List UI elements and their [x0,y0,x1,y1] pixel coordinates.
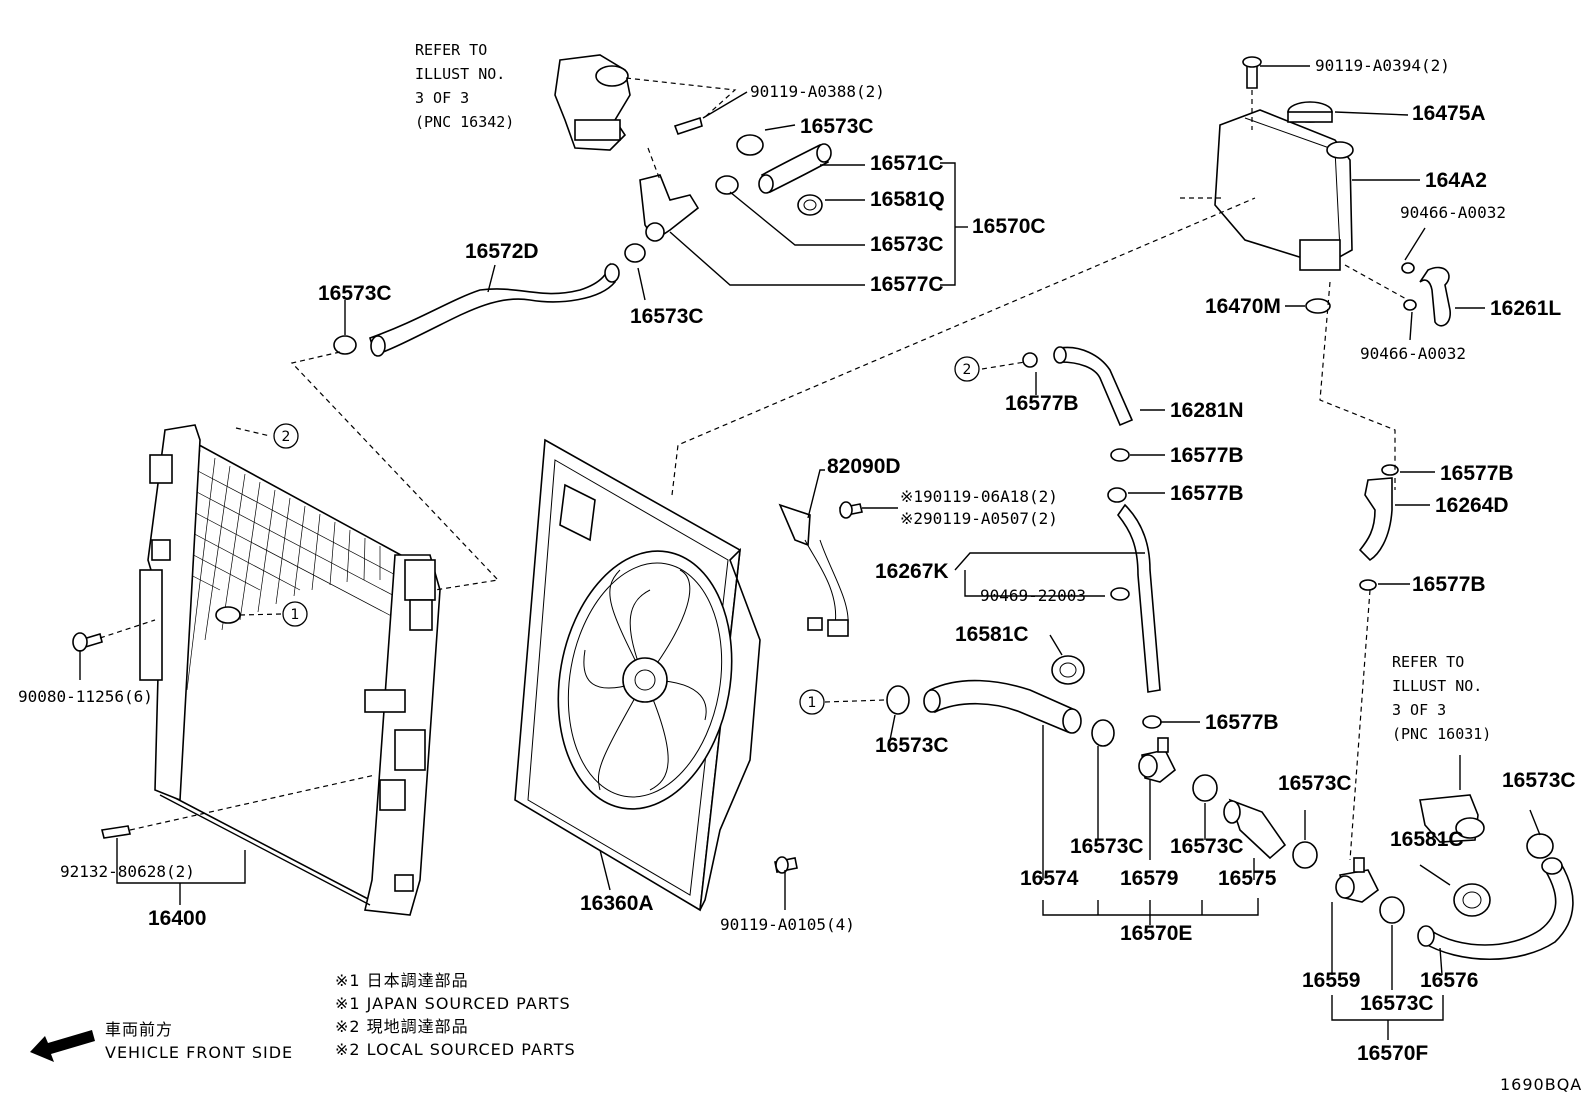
label-16573C-b: 16573C [870,233,944,256]
label-16581C-a: 16581C [955,623,1029,646]
svg-text:2: 2 [282,429,291,445]
label-16573C-a: 16573C [800,115,874,138]
label-90119-A0105: 90119-A0105(4) [720,915,855,934]
legend-japan-jp: ※1 日本調達部品 [335,971,469,990]
label-16577B-b: 16577B [1170,444,1244,467]
label-90469-22003: 90469-22003 [980,586,1086,605]
label-92132-80628: 92132-80628(2) [60,862,195,881]
refer-note-right-line4: (PNC 16031) [1392,725,1491,743]
label-16400: 16400 [148,907,206,930]
sourcing-legend: ※1 日本調達部品 ※1 JAPAN SOURCED PARTS ※2 現地調達… [335,971,576,1059]
vehicle-front-jp: 車両前方 [105,1020,173,1039]
vehicle-front-indicator: 車両前方 VEHICLE FRONT SIDE [30,1020,293,1062]
label-16573C-e: 16573C [875,734,949,757]
refer-note-top-line4: (PNC 16342) [415,113,514,131]
label-16577B-c: 16577B [1170,482,1244,505]
label-16360A: 16360A [580,892,654,915]
vehicle-front-en: VEHICLE FRONT SIDE [105,1043,293,1062]
refer-note-top-line3: 3 OF 3 [415,89,469,107]
label-90466-A0032-a: 90466-A0032 [1400,203,1506,222]
label-16573C-c: 16573C [318,282,392,305]
label-16576: 16576 [1420,969,1478,992]
label-16577B-e: 16577B [1412,573,1486,596]
radiator-drawing [139,424,441,916]
label-164A2: 164A2 [1425,169,1487,192]
svg-text:1: 1 [291,607,300,623]
label-90119-06A18: ※190119-06A18(2) [900,487,1058,506]
label-16570E: 16570E [1120,922,1192,945]
label-90119-A0388: 90119-A0388(2) [750,82,885,101]
leader-lines [79,65,1541,1040]
label-16261L: 16261L [1490,297,1561,320]
label-90119-A0507: ※290119-A0507(2) [900,509,1058,528]
callout-1-hose: 1 [799,689,825,715]
upper-hose-drawing [333,116,832,357]
label-90466-A0032-b: 90466-A0032 [1360,344,1466,363]
label-16573C-f: 16573C [1070,835,1144,858]
refer-note-top-line2: ILLUST NO. [415,65,505,83]
label-16577B-d: 16577B [1440,462,1514,485]
legend-japan-en: ※1 JAPAN SOURCED PARTS [335,994,571,1013]
refer-note-right: REFER TO ILLUST NO. 3 OF 3 (PNC 16031) [1392,653,1491,743]
label-16281N: 16281N [1170,399,1244,422]
callout-2-hose: 2 [954,356,980,382]
refer-note-top-line1: REFER TO [415,41,487,59]
label-16581C-b: 16581C [1390,828,1464,851]
label-16572D: 16572D [465,240,539,263]
svg-text:2: 2 [963,362,972,378]
label-16573C-h: 16573C [1278,772,1352,795]
label-16570F: 16570F [1357,1042,1428,1065]
refer-note-top: REFER TO ILLUST NO. 3 OF 3 (PNC 16342) [415,41,514,131]
legend-local-jp: ※2 現地調達部品 [335,1017,469,1036]
refer-note-right-line2: ILLUST NO. [1392,677,1482,695]
label-16475A: 16475A [1412,102,1486,125]
callout-2-top: 2 [273,423,299,449]
label-16264D: 16264D [1435,494,1509,517]
label-16573C-d: 16573C [630,305,704,328]
legend-local-en: ※2 LOCAL SOURCED PARTS [335,1040,576,1059]
label-16571C: 16571C [870,152,944,175]
label-82090D: 82090D [827,455,901,478]
label-16577B-f: 16577B [1205,711,1279,734]
label-16570C: 16570C [972,215,1046,238]
bypass-hoses-drawing [72,346,1399,874]
label-16581Q: 16581Q [870,188,945,211]
lower-hoses-drawing [886,655,1574,960]
label-16573C-j: 16573C [1360,992,1434,1015]
diagram-id: 1690BQA [1500,1075,1582,1094]
reservoir-tank-drawing [1214,56,1451,327]
refer-note-right-line3: 3 OF 3 [1392,701,1446,719]
refer-note-right-line1: REFER TO [1392,653,1464,671]
label-16559: 16559 [1302,969,1360,992]
fan-shroud-drawing [514,438,761,912]
label-90119-A0394: 90119-A0394(2) [1315,56,1450,75]
label-16267K: 16267K [875,560,949,583]
thermostat-housing-drawing [554,54,631,151]
label-16470M: 16470M [1205,295,1281,318]
svg-text:1: 1 [808,695,817,711]
callout-1-radiator: 1 [282,601,308,627]
label-90080-11256: 90080-11256(6) [18,687,153,706]
front-arrow-icon [30,1030,95,1062]
label-16573C-g: 16573C [1170,835,1244,858]
label-16577C: 16577C [870,273,944,296]
label-16579: 16579 [1120,867,1178,890]
label-16573C-i: 16573C [1502,769,1576,792]
label-16575: 16575 [1218,867,1277,890]
label-16577B-a: 16577B [1005,392,1079,415]
label-16574: 16574 [1020,867,1079,890]
